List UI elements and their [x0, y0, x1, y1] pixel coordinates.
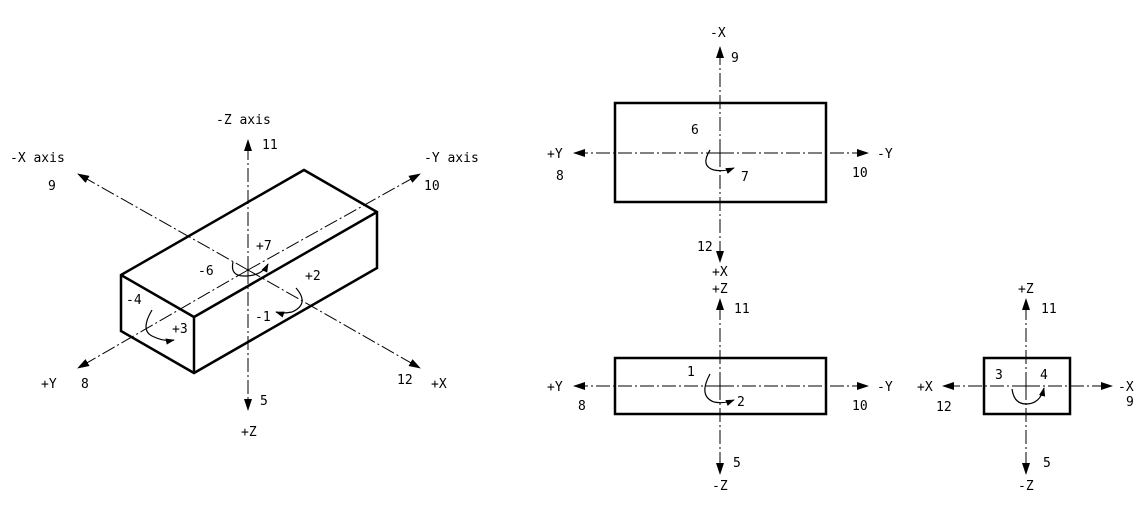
top-rot-6: 6	[691, 123, 699, 138]
iso-rot-minus6: -6	[198, 264, 214, 279]
front-rot-2: 2	[737, 395, 745, 410]
iso-rot-minus4: -4	[126, 293, 142, 308]
top-rotation-arrow	[705, 149, 735, 174]
top-label-9: 9	[731, 51, 739, 66]
iso-label-11: 11	[262, 138, 278, 153]
iso-rotation-arrow-2-1	[275, 287, 303, 318]
side-view: +Z 11 3 4 +X 12 -X 9 5 -Z	[917, 282, 1134, 494]
iso-pos-x-label: +X	[431, 377, 447, 392]
top-neg-y-label: -Y	[877, 147, 893, 162]
iso-pos-y-label: +Y	[41, 377, 57, 392]
iso-rotation-arrow-7-6	[231, 261, 269, 277]
front-label-10: 10	[852, 399, 868, 414]
iso-neg-y-axis-label: -Y axis	[424, 151, 479, 166]
side-label-11: 11	[1041, 302, 1057, 317]
front-view: +X +Z 11 1 2 +Y 8 -Y 10 5 -Z	[547, 265, 893, 494]
iso-y-axis-neg	[247, 173, 421, 271]
front-pos-z-label: +Z	[712, 282, 728, 297]
iso-x-axis-pos	[247, 269, 421, 369]
front-neg-y-label: -Y	[877, 380, 893, 395]
iso-neg-z-axis-label: -Z axis	[216, 113, 271, 128]
top-label-10: 10	[852, 166, 868, 181]
front-pos-y-label: +Y	[547, 380, 563, 395]
side-label-5: 5	[1043, 456, 1051, 471]
iso-box-edges	[120, 210, 378, 373]
top-label-8: 8	[556, 169, 564, 184]
side-neg-x-label: -X	[1118, 380, 1134, 395]
iso-rot-plus2: +2	[305, 269, 321, 284]
top-rot-7: 7	[741, 170, 749, 185]
iso-rot-minus1: -1	[255, 310, 271, 325]
front-label-11: 11	[734, 302, 750, 317]
side-rotation-arrow	[1011, 387, 1046, 405]
iso-label-10: 10	[424, 179, 440, 194]
iso-label-9: 9	[48, 179, 56, 194]
iso-rot-plus7: +7	[256, 239, 272, 254]
side-label-9: 9	[1126, 395, 1134, 410]
iso-x-axis-neg	[77, 173, 249, 271]
iso-box-outline	[119, 168, 379, 375]
iso-rotation-arrow-4-3	[145, 309, 175, 345]
iso-y-axis-pos	[77, 269, 249, 369]
iso-label-12: 12	[397, 373, 413, 388]
top-neg-x-label: -X	[710, 26, 726, 41]
side-rot-3: 3	[995, 368, 1003, 383]
top-label-12: 12	[697, 240, 713, 255]
front-neg-z-label: -Z	[712, 479, 728, 494]
side-neg-z-label: -Z	[1018, 479, 1034, 494]
iso-rot-plus3: +3	[172, 322, 188, 337]
front-rotation-arrow	[704, 373, 735, 406]
top-view: -X 9 6 7 +Y 8 -Y 10 12	[547, 26, 893, 263]
front-pos-x-label: +X	[712, 265, 728, 280]
side-label-12: 12	[936, 400, 952, 415]
front-label-8: 8	[578, 399, 586, 414]
side-pos-z-label: +Z	[1018, 282, 1034, 297]
iso-label-8: 8	[81, 377, 89, 392]
isometric-view: -Z axis 11 -X axis 9 -Y axis 10 +7 -6 +2…	[10, 113, 479, 440]
iso-pos-z-label: +Z	[241, 425, 257, 440]
side-pos-x-label: +X	[917, 380, 933, 395]
top-pos-y-label: +Y	[547, 147, 563, 162]
iso-label-5: 5	[260, 394, 268, 409]
front-rot-1: 1	[687, 365, 695, 380]
iso-neg-x-axis-label: -X axis	[10, 151, 65, 166]
side-rot-4: 4	[1040, 368, 1048, 383]
front-label-5: 5	[733, 456, 741, 471]
